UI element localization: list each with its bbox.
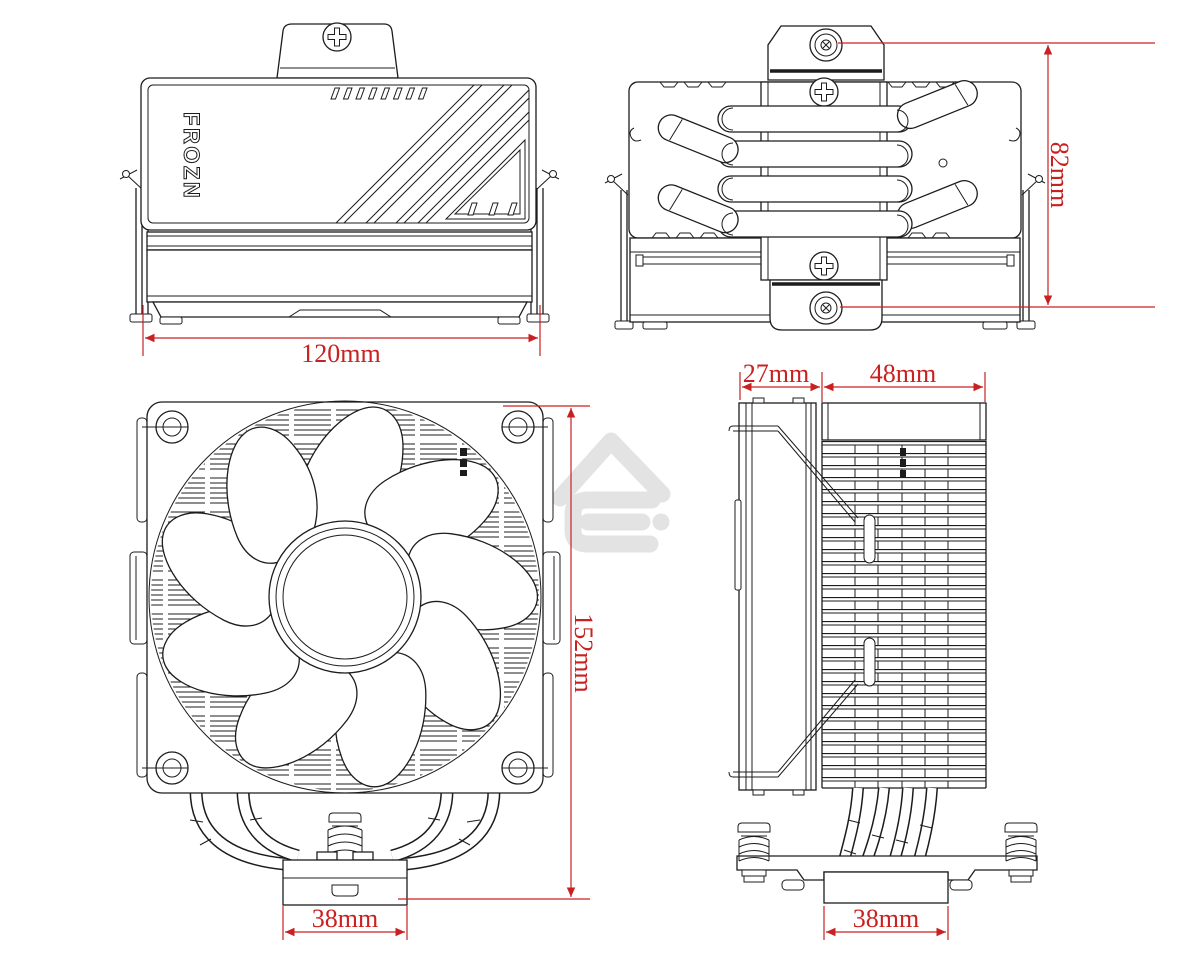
dim-label-82mm: 82mm (1045, 141, 1074, 209)
lid-stripes (335, 85, 529, 223)
shoulder-screw-icon (809, 28, 843, 62)
top-view: FROZN (119, 22, 560, 325)
spring-screw-icon (737, 822, 771, 862)
dim-38mm-side-lines (823, 906, 949, 940)
fan-mount-pins (129, 417, 561, 778)
house-logo-watermark-icon (551, 432, 671, 553)
fan-blades (161, 406, 539, 788)
dim-label-38mm-side: 38mm (852, 904, 920, 933)
fan-clip-bottom (728, 637, 876, 778)
spring-screw-icon (327, 812, 363, 856)
dim-27mm-lines (739, 372, 823, 402)
dimension-lines (142, 42, 1155, 940)
brand-logo-text: FROZN (179, 112, 204, 200)
top-view-heatpipes (604, 25, 1046, 331)
heatsink-side (821, 402, 987, 789)
shoulder-screw-icon (809, 291, 843, 325)
fan-side (734, 397, 817, 796)
dim-label-48mm: 48mm (869, 359, 937, 388)
fan-frame (142, 400, 548, 794)
dim-82mm-lines (838, 42, 1155, 308)
phillips-screw-icon (809, 77, 839, 107)
dim-label-38mm-front: 38mm (311, 904, 379, 933)
dim-120mm-lines (142, 305, 541, 356)
lid-triangle-badge (444, 138, 526, 220)
mounting-bracket-side (736, 822, 1038, 904)
mounting-tab-top (276, 22, 399, 79)
front-view (129, 400, 561, 906)
dim-48mm-lines (824, 372, 986, 402)
fan-hub (268, 520, 422, 674)
fan-corner-screws (142, 410, 548, 785)
dim-152mm-lines (398, 405, 590, 900)
cooler-base-front (282, 812, 408, 906)
lid-vent-dashes (330, 87, 428, 100)
mounting-tab-back (767, 25, 885, 81)
dim-label-120mm: 120mm (301, 339, 381, 368)
spring-screw-icon (1004, 822, 1038, 862)
dim-label-152mm: 152mm (569, 613, 598, 693)
side-view (728, 397, 1038, 904)
dim-label-27mm: 27mm (742, 359, 810, 388)
phillips-screw-icon (322, 22, 352, 52)
heatsink-body-top-view (146, 231, 533, 325)
heat-pipes-top (657, 80, 978, 238)
dim-38mm-front-lines (282, 906, 408, 940)
fin-marks (460, 448, 467, 476)
mounting-tab-bottom (769, 279, 883, 331)
fan-lid: FROZN (140, 77, 537, 231)
heat-pipes-front (189, 789, 501, 871)
phillips-screw-icon (809, 251, 839, 281)
side-rail-right-2 (1016, 173, 1046, 330)
fan-clip-top (728, 425, 876, 564)
